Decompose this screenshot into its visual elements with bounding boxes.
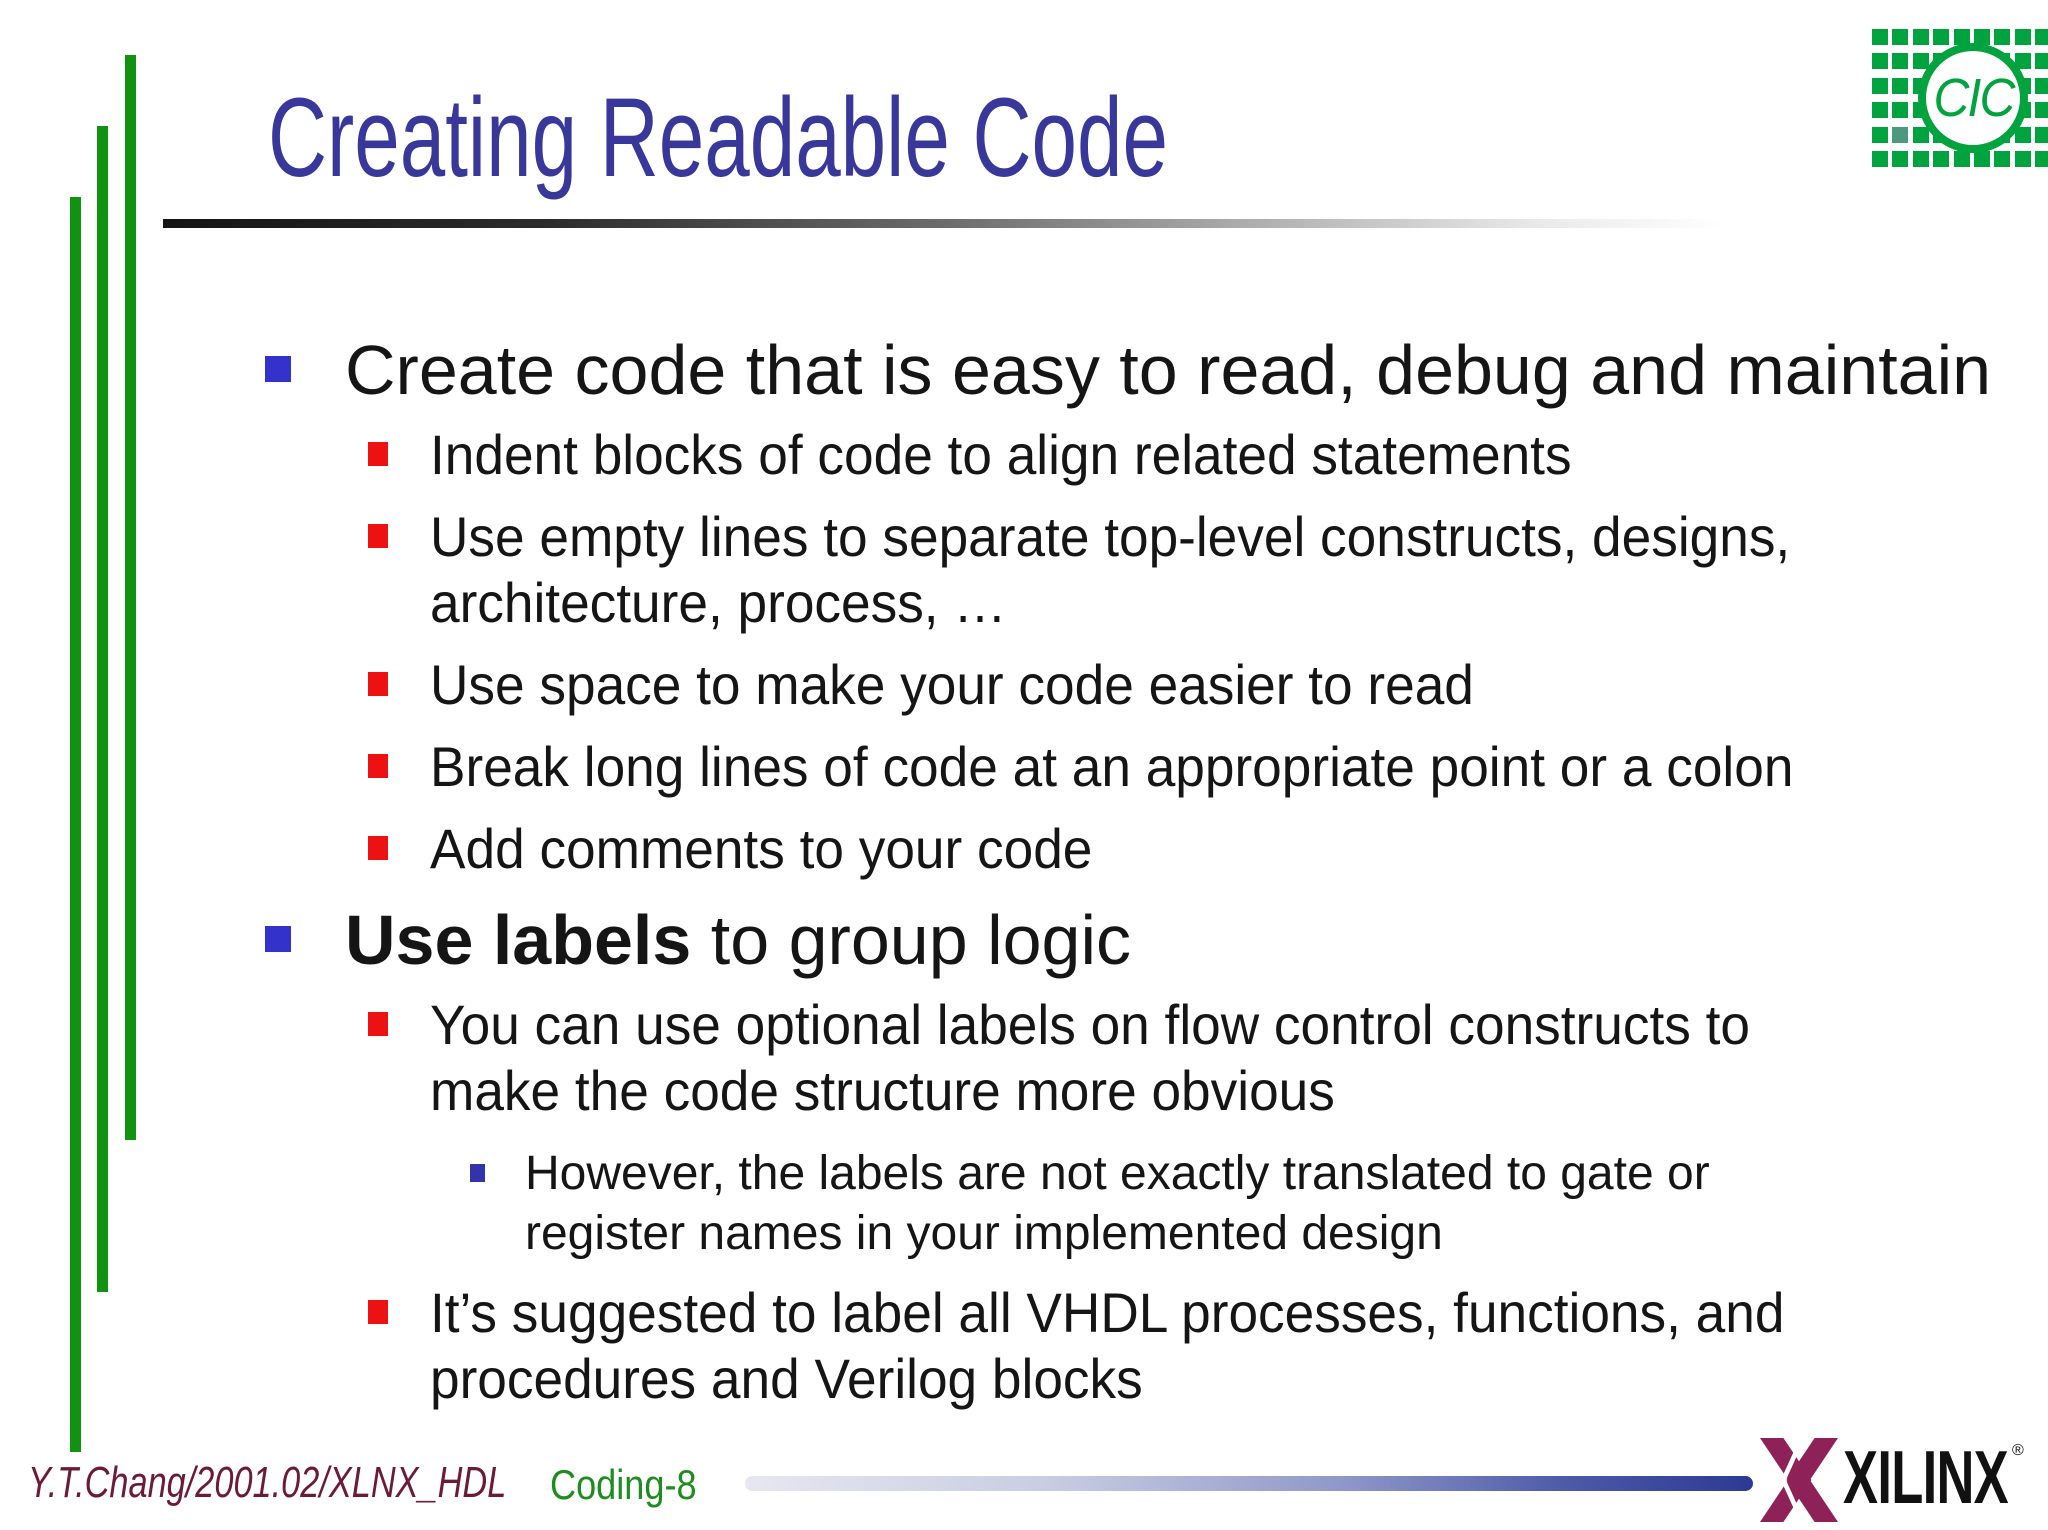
decor-bar-left	[70, 197, 81, 1452]
decor-bar-right	[125, 55, 136, 1140]
bullet-square-icon	[265, 926, 291, 952]
cic-grid-square	[2035, 53, 2048, 70]
cic-grid-square	[1912, 29, 1929, 45]
bullet-square-icon	[368, 836, 388, 860]
cic-logo-label: CIC	[1932, 68, 2015, 128]
bullet-item-level1: Use labels to group logic	[265, 904, 2015, 976]
bullet-square-icon	[368, 1012, 388, 1036]
bullet-text: Indent blocks of code to align related s…	[430, 423, 1572, 486]
decor-bar-middle	[97, 126, 108, 1292]
cic-grid-square	[1912, 126, 1929, 143]
bullet-text: Break long lines of code at an appropria…	[430, 735, 1794, 798]
cic-grid-square	[1974, 29, 1990, 45]
cic-grid-square	[1892, 126, 1909, 143]
bullet-text: Use space to make your code easier to re…	[430, 653, 1474, 716]
cic-grid-square	[1953, 151, 1970, 167]
cic-grid-square	[1872, 77, 1888, 94]
cic-grid-square	[1892, 102, 1909, 119]
cic-grid-square	[1872, 126, 1888, 143]
cic-logo: CIC	[1872, 10, 2048, 168]
cic-grid-square	[1872, 102, 1888, 119]
cic-grid-square	[1994, 151, 2011, 167]
xilinx-x-icon	[1760, 1438, 1838, 1522]
cic-grid-square	[1933, 29, 1950, 45]
bullet-item-level1: Create code that is easy to read, debug …	[265, 334, 2015, 406]
cic-grid-square	[1933, 151, 1950, 167]
footer-page-label: Coding-8	[550, 1461, 697, 1508]
bullet-item-level2: Use empty lines to separate top-level co…	[265, 504, 2015, 636]
bullet-text: Add comments to your code	[430, 817, 1093, 880]
footer-credit: Y.T.Chang/2001.02/XLNX_HDL	[28, 1458, 507, 1507]
bullet-text: Use labels to group logic	[345, 901, 1132, 979]
cic-grid-square	[1912, 53, 1929, 70]
page-title: Creating Readable Code	[268, 75, 1168, 200]
bullet-square-icon	[368, 524, 388, 548]
cic-grid-square	[1892, 77, 1909, 94]
cic-grid-square	[2035, 77, 2048, 94]
cic-grid-square	[2014, 53, 2031, 70]
bullet-square-icon	[368, 672, 388, 696]
bullet-text: It’s suggested to label all VHDL process…	[430, 1281, 1785, 1410]
bullet-item-level2: It’s suggested to label all VHDL process…	[265, 1280, 2015, 1412]
cic-grid-square	[1994, 29, 2011, 45]
cic-grid-square	[2014, 29, 2031, 45]
bullet-text: You can use optional labels on flow cont…	[430, 993, 1750, 1122]
cic-grid-square	[1872, 151, 1888, 167]
bullet-text: However, the labels are not exactly tran…	[525, 1147, 1710, 1260]
bullet-square-icon	[368, 1300, 388, 1324]
bullet-square-icon	[368, 754, 388, 778]
bullet-square-icon	[470, 1164, 485, 1182]
cic-grid-square	[1912, 151, 1929, 167]
bullet-square-icon	[368, 442, 388, 466]
bullet-item-level2: Indent blocks of code to align related s…	[265, 422, 2015, 488]
bullet-text: Use empty lines to separate top-level co…	[430, 505, 1791, 634]
cic-grid-square	[2035, 102, 2048, 119]
bullet-item-level3: However, the labels are not exactly tran…	[265, 1144, 2015, 1264]
bullet-square-icon	[265, 356, 291, 382]
cic-grid-square	[2014, 126, 2031, 143]
title-underline-rule	[163, 219, 1723, 228]
footer-gradient-bar	[745, 1476, 1753, 1491]
cic-logo-circle: CIC	[1918, 43, 2028, 153]
bullet-list: Create code that is easy to read, debug …	[265, 334, 2015, 1412]
xilinx-logo: XILINX ®	[1760, 1436, 2048, 1528]
bullet-item-level2: Break long lines of code at an appropria…	[265, 734, 2015, 800]
cic-grid-square	[1872, 53, 1888, 70]
cic-grid-square	[2035, 29, 2048, 45]
bullet-item-level2: Use space to make your code easier to re…	[265, 652, 2015, 718]
bullet-item-level2: Add comments to your code	[265, 816, 2015, 882]
bullet-text: Create code that is easy to read, debug …	[345, 331, 1992, 409]
registered-trademark-icon: ®	[2012, 1442, 2024, 1459]
cic-grid-square	[2035, 151, 2048, 167]
cic-grid-square	[1892, 53, 1909, 70]
xilinx-wordmark: XILINX	[1843, 1435, 2009, 1519]
cic-grid-square	[2014, 151, 2031, 167]
cic-grid-square	[1953, 29, 1970, 45]
bullet-item-level2: You can use optional labels on flow cont…	[265, 992, 2015, 1124]
cic-grid-square	[1872, 29, 1888, 45]
cic-grid-square	[1892, 29, 1909, 45]
cic-grid-square	[1974, 151, 1990, 167]
cic-grid-square	[2035, 126, 2048, 143]
cic-grid-square	[1892, 151, 1909, 167]
